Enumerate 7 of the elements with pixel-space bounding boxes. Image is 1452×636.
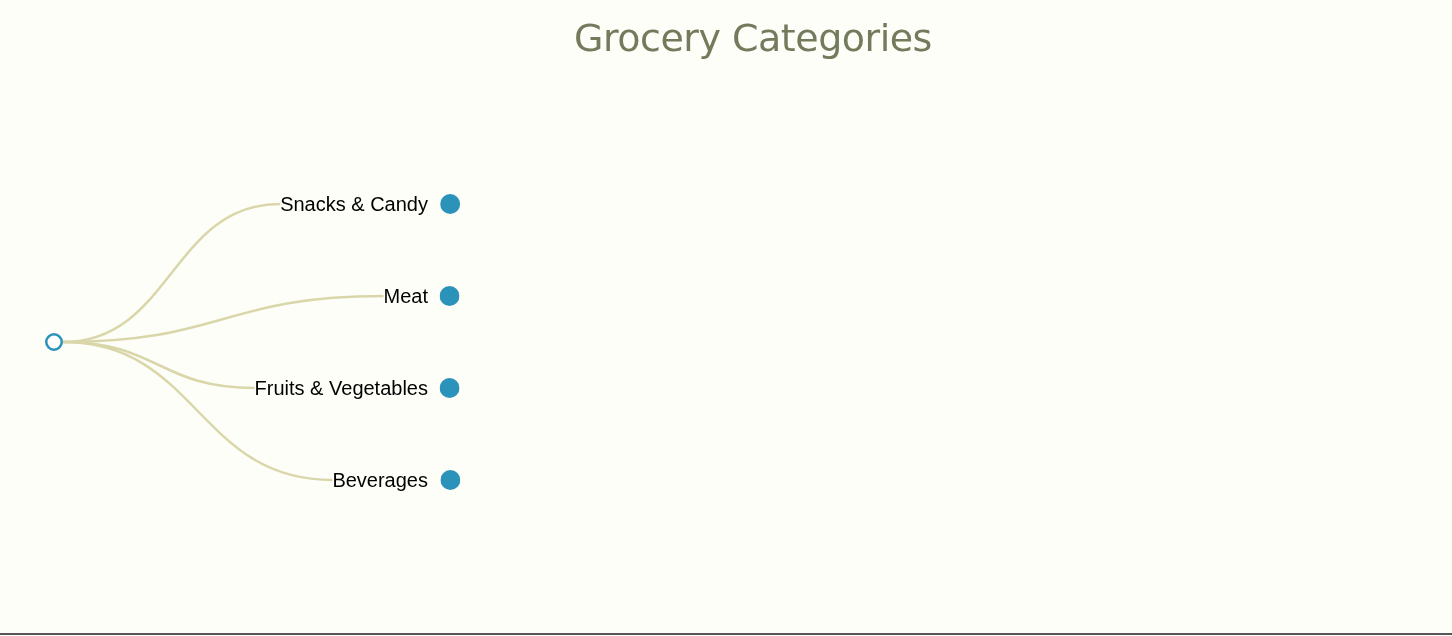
node-label: Beverages: [332, 468, 428, 492]
tree-link: [62, 340, 333, 482]
node-label: Fruits & Vegetables: [254, 376, 428, 400]
node-label: Meat: [383, 284, 428, 308]
tree-root-node: [45, 333, 63, 351]
node-label: Snacks & Candy: [280, 192, 428, 216]
chart-title: Grocery Categories: [574, 16, 932, 62]
